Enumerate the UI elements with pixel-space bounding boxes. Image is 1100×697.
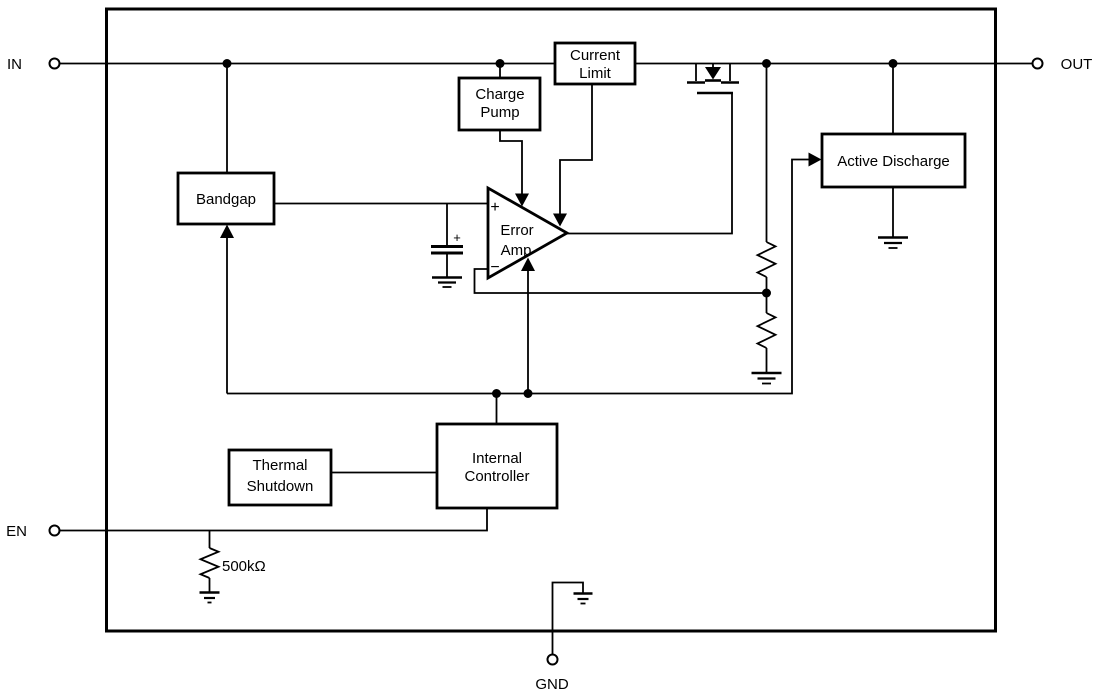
en-pin-terminal (48, 524, 61, 537)
active-discharge-ground-icon (878, 236, 908, 249)
feedback-resistor-top-icon (755, 241, 778, 278)
junction-dot (762, 288, 771, 298)
junction-dot (762, 59, 771, 68)
error-amp-enable-arrow-icon (521, 257, 535, 271)
en-pulldown-resistor-icon (198, 547, 221, 579)
en-resistor-ground-icon (199, 591, 220, 604)
current-limit-label-line2: Limit (579, 65, 612, 82)
feedback-resistor-bottom-icon (755, 312, 778, 349)
pin-in: IN (7, 56, 61, 73)
charge-pump-arrow-icon (515, 193, 529, 207)
active-discharge-label: Active Discharge (837, 153, 950, 170)
wires (59, 62, 1033, 655)
in-pin-label: IN (7, 56, 22, 73)
internal-controller-label-line1: Internal (472, 450, 522, 467)
resistors (198, 241, 778, 579)
bandgap-label: Bandgap (196, 191, 256, 208)
junction-dot (222, 59, 232, 68)
soft-start-capacitor-icon: + (431, 230, 463, 255)
gnd-pin-terminal (546, 653, 559, 666)
pin-out: OUT (1031, 56, 1093, 73)
capacitor-ground-icon (432, 276, 462, 288)
en-pin-label: EN (6, 523, 27, 540)
error-amp-plus-input-label: + (490, 199, 499, 216)
thermal-shutdown-label-line1: Thermal (252, 457, 307, 474)
device-boundary-box (105, 7, 997, 633)
active-discharge-arrow-icon (808, 152, 822, 167)
charge-pump-label-line1: Charge (475, 86, 524, 103)
divider-ground-icon (751, 371, 782, 385)
current-limit-label-line1: Current (570, 47, 621, 64)
gnd-pin-ground-icon (573, 592, 593, 605)
junction-dot (492, 389, 501, 398)
current-limit-sense-wire (559, 84, 593, 214)
capacitor-polarity-label: + (453, 230, 461, 245)
block-active-discharge: Active Discharge (820, 132, 967, 189)
error-amp-minus-input-label: − (490, 259, 499, 276)
current-limit-arrow-icon (553, 213, 567, 227)
in-pin-terminal (48, 57, 61, 70)
junction-dot (888, 59, 898, 68)
out-pin-terminal (1031, 57, 1044, 70)
en-pulldown-resistor-value: 500kΩ (222, 558, 266, 575)
error-amp: + − Error Amp (486, 185, 570, 281)
gnd-wire (551, 581, 584, 655)
charge-pump-output-wire (499, 130, 523, 194)
feedback-wire (473, 268, 767, 294)
pin-en: EN (6, 523, 61, 540)
thermal-shutdown-label-line2: Shutdown (247, 478, 314, 495)
junction-dots (222, 59, 898, 398)
gnd-pin-label: GND (535, 676, 569, 693)
error-amp-label-line2: Amp (501, 242, 532, 259)
block-bandgap: Bandgap (176, 171, 276, 226)
block-charge-pump: Charge Pump (457, 76, 542, 132)
block-internal-controller: Internal Controller (435, 422, 559, 510)
body-diode-icon (705, 63, 721, 82)
error-amp-label-line1: Error (500, 222, 533, 239)
arrowheads (220, 152, 822, 271)
en-wire (59, 508, 488, 532)
junction-dot (495, 59, 505, 68)
out-pin-label: OUT (1061, 56, 1093, 73)
charge-pump-label-line2: Pump (480, 104, 519, 121)
junction-dot (523, 389, 533, 398)
bandgap-arrow-icon (220, 224, 234, 238)
ground-symbols (199, 236, 908, 605)
error-amp-triangle (486, 185, 570, 281)
pin-gnd: GND (535, 653, 569, 693)
block-thermal-shutdown: Thermal Shutdown (227, 448, 333, 507)
pass-fet-icon (687, 63, 739, 95)
gate-drive-wire (567, 93, 733, 235)
controller-rail (227, 158, 809, 395)
internal-controller-label-line2: Controller (464, 468, 529, 485)
block-current-limit: Current Limit (553, 41, 637, 86)
